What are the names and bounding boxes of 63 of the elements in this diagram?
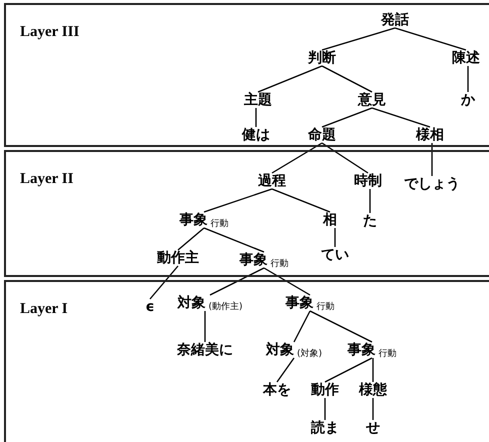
tree-branch [204, 188, 272, 213]
tree-branch [369, 189, 371, 213]
tree-branch [204, 311, 206, 342]
tree-node-label: 奈緒美に [177, 342, 233, 358]
layer-heading: Layer III [20, 23, 80, 42]
tree-node-label: 本を [263, 382, 291, 398]
tree-node-label: 読ま [311, 420, 339, 436]
tree-node-label: 判断 [308, 50, 336, 66]
tree-node-label: 相 [323, 212, 337, 228]
tree-branch [150, 266, 178, 300]
tree-branch [431, 143, 433, 176]
tree-branch [322, 27, 396, 51]
tree-node-label: か [461, 92, 475, 108]
tree-node-label: た [363, 213, 377, 229]
tree-branch [264, 267, 310, 296]
tree-branch [334, 228, 336, 247]
tree-branch [272, 188, 330, 213]
layer-panel [4, 150, 489, 277]
tree-branch [322, 65, 372, 93]
layer-panel [4, 3, 489, 147]
layer-heading: Layer I [20, 300, 68, 319]
tree-node-label: 事象$_{行動}$ [348, 342, 396, 358]
tree-node-label: 様態 [359, 382, 387, 398]
tree-branch [322, 107, 372, 128]
tree-branch [467, 66, 469, 92]
tree-node-label: ϵ [145, 299, 155, 315]
tree-node-label: 時制 [354, 173, 382, 189]
tree-branch [322, 142, 368, 174]
tree-branch [255, 108, 257, 127]
tree-node-label: 発話 [381, 12, 409, 28]
tree-node-label: 動作主 [157, 250, 199, 266]
tree-branch [324, 357, 372, 383]
tree-node-label: でしょう [404, 176, 460, 192]
layer-panel [4, 280, 489, 442]
tree-node-label: 健は [242, 127, 270, 143]
tree-node-label: せ [366, 420, 380, 436]
tree-branch [258, 65, 322, 93]
tree-node-label: 意見 [358, 92, 386, 108]
tree-branch [272, 142, 322, 174]
tree-branch [324, 398, 326, 420]
tree-node-label: 対象$_{(対象)}$ [266, 342, 322, 358]
tree-branch [276, 358, 295, 382]
tree-node-label: 陳述 [452, 50, 480, 66]
tree-branch [372, 107, 430, 128]
tree-branch [204, 227, 264, 253]
tree-node-label: 事象$_{行動}$ [180, 212, 228, 228]
tree-branch [293, 310, 311, 342]
layer-heading: Layer II [20, 170, 74, 189]
tree-node-label: 動作 [311, 382, 339, 398]
tree-node-label: てい [321, 247, 349, 263]
tree-node-label: 対象$_{(動作主)}$ [177, 295, 243, 311]
tree-node-label: 主題 [244, 92, 272, 108]
tree-branch [372, 398, 374, 420]
tree-branch [394, 27, 466, 51]
tree-node-label: 様相 [416, 127, 444, 143]
tree-branch [310, 310, 372, 343]
tree-branch [210, 267, 264, 296]
tree-node-label: 過程 [258, 173, 286, 189]
tree-node-label: 命題 [308, 127, 336, 143]
tree-branch [178, 228, 204, 250]
tree-branch [372, 358, 374, 382]
tree-node-label: 事象$_{行動}$ [286, 295, 334, 311]
tree-node-label: 事象$_{行動}$ [240, 252, 288, 268]
